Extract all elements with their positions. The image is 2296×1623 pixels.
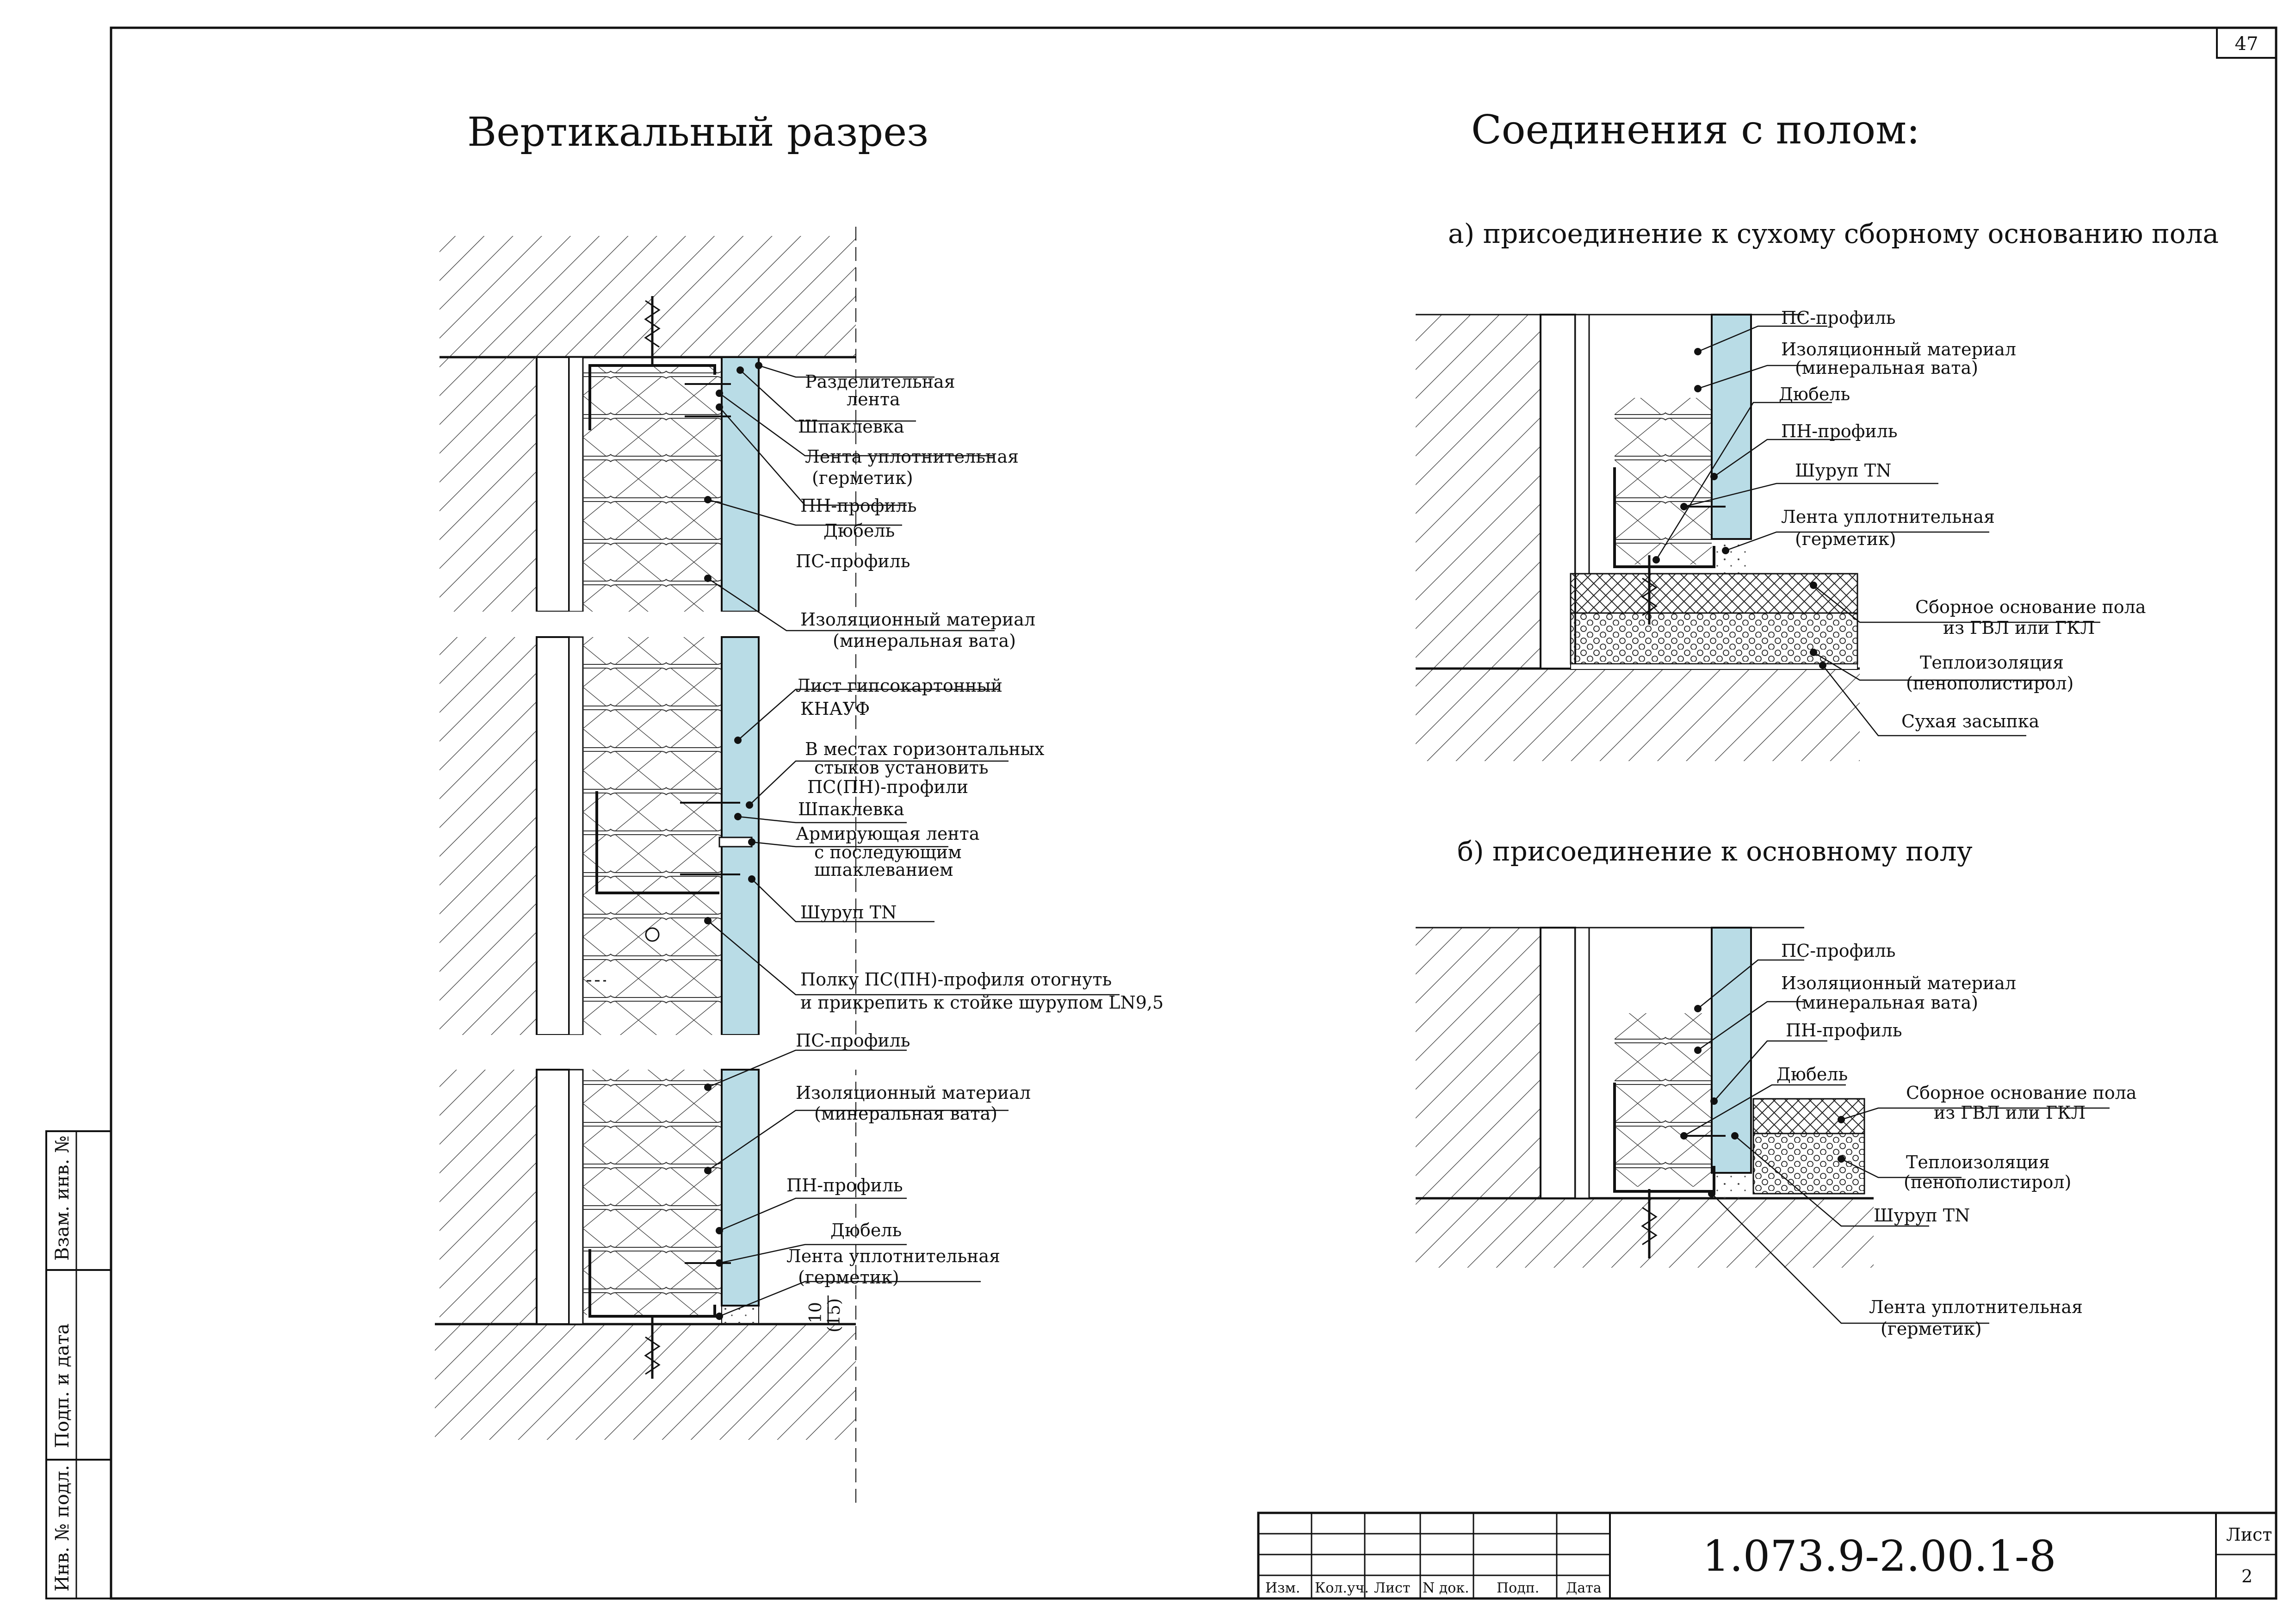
floor-a-label-gvl: из ГВЛ или ГКЛ <box>1943 618 2095 638</box>
floor-b-label-eps: (пенополистирол) <box>1904 1172 2071 1192</box>
floor-b-label-screw-tn: Шуруп TN <box>1874 1205 1970 1226</box>
floor-a-label-base: Сборное основание пола <box>1915 597 2146 617</box>
vertical-section: Разделительная лента Шпаклевка Лента упл… <box>430 227 1163 1504</box>
floor-b-label-pn-profile: ПН-профиль <box>1786 1020 1902 1041</box>
document-code: 1.073.9-2.00.1-8 <box>1702 1531 2056 1581</box>
label-horizontal-joints: В местах горизонтальных <box>805 739 1044 759</box>
label-install-profiles: стыков установить <box>814 757 989 778</box>
label-separation-tape-2: лента <box>847 389 900 409</box>
floor-b-label-dowel: Дюбель <box>1776 1064 1848 1084</box>
label-reinforcing-tape: Армирующая лента <box>796 824 979 844</box>
label-ps-profile: ПС-профиль <box>796 551 910 571</box>
tb-col-sheet: Лист <box>1374 1580 1410 1596</box>
floor-b-label-sealing-tape: Лента уплотнительная <box>1869 1297 2083 1317</box>
title-block: Изм. Кол.уч. Лист N док. Подп. Дата 1.07… <box>1257 1511 2277 1600</box>
label-dowel-bottom: Дюбель <box>830 1220 902 1240</box>
label-ps-profile-bottom: ПС-профиль <box>796 1030 910 1051</box>
label-with-subsequent: с последующим <box>814 842 962 862</box>
label-sealant-bottom: (герметик) <box>798 1267 899 1288</box>
floor-a-caption: а) присоединение к сухому сборному основ… <box>1448 218 2219 249</box>
tb-col-qty: Кол.уч. <box>1315 1580 1369 1596</box>
label-bend-flange: Полку ПС(ПН)-профиля отогнуть <box>800 969 1112 990</box>
floor-a-label-screw-tn: Шуруп TN <box>1795 460 1891 481</box>
dimension-15: (15) <box>825 1298 844 1332</box>
label-dowel: Дюбель <box>823 520 895 541</box>
label-puttying: шпаклеванием <box>814 860 953 880</box>
label-putty-2: Шпаклевка <box>798 799 904 819</box>
floor-a-label-sealant: (герметик) <box>1795 529 1896 549</box>
floor-b-label-mineral-wool: (минеральная вата) <box>1795 992 1978 1013</box>
floor-title: Соединения с полом: <box>1471 107 1920 153</box>
label-ps-pn-profiles: ПС(ПН)-профили <box>807 777 968 797</box>
label-pn-profile: ПН-профиль <box>800 496 917 516</box>
label-screw-tn: Шуруп TN <box>800 902 897 923</box>
side-stamp: Взам. инв. № Подп. и дата Инв. № подл. <box>45 1130 112 1599</box>
label-insulation: Изоляционный материал <box>800 609 1035 630</box>
tb-col-change: Изм. <box>1265 1580 1300 1596</box>
floor-a-label-dry-fill: Сухая засыпка <box>1901 711 2039 731</box>
section-middle-part <box>439 636 760 1036</box>
floor-a-label-dowel: Дюбель <box>1779 384 1850 404</box>
label-knauf: КНАУФ <box>800 699 870 719</box>
tb-col-sign: Подп. <box>1497 1580 1539 1596</box>
side-stamp-inventory: Инв. № подл. <box>52 1465 73 1592</box>
label-sealing-tape-bottom: Лента уплотнительная <box>786 1246 1000 1266</box>
floor-b-label-thermal: Теплоизоляция <box>1906 1152 2050 1172</box>
floor-b-detail: ПС-профиль Изоляционный материал (минера… <box>1416 927 2137 1339</box>
floor-b-label-ps-profile: ПС-профиль <box>1781 941 1895 961</box>
floor-a-label-insulation: Изоляционный материал <box>1781 339 2016 359</box>
floor-b-caption: б) присоединение к основному полу <box>1457 836 1973 867</box>
label-sealing-tape: Лента уплотнительная <box>805 446 1019 467</box>
label-insulation-bottom: Изоляционный материал <box>796 1083 1031 1103</box>
floor-a-label-thermal: Теплоизоляция <box>1920 652 2064 673</box>
label-separation-tape: Разделительная <box>805 372 955 392</box>
tb-sheet-label: Лист <box>2226 1524 2272 1545</box>
dimension-10: 10 <box>806 1302 825 1323</box>
label-sealant: (герметик) <box>812 468 913 488</box>
floor-b-label-base: Сборное основание пола <box>1906 1083 2137 1103</box>
tb-col-doc: N док. <box>1423 1580 1469 1596</box>
label-mineral-wool-bottom: (минеральная вата) <box>814 1103 997 1124</box>
tb-sheet-value: 2 <box>2241 1566 2253 1586</box>
floor-b-label-gvl: из ГВЛ или ГКЛ <box>1934 1103 2086 1123</box>
floor-a-label-sealing-tape: Лента уплотнительная <box>1781 507 1995 527</box>
floor-a-label-pn-profile: ПН-профиль <box>1781 421 1898 441</box>
side-stamp-replace: Взам. инв. № <box>52 1135 73 1261</box>
floor-b-label-insulation: Изоляционный материал <box>1781 973 2016 993</box>
label-gypsum-board: Лист гипсокартонный <box>796 675 1003 696</box>
tb-col-date: Дата <box>1566 1580 1602 1596</box>
side-stamp-signature: Подп. и дата <box>52 1323 73 1448</box>
sheet-frame <box>110 26 2277 1600</box>
floor-a-detail: ПС-профиль Изоляционный материал (минера… <box>1416 308 2146 761</box>
sheet-number: 47 <box>2235 33 2259 55</box>
floor-a-label-ps-profile: ПС-профиль <box>1781 308 1895 328</box>
floor-a-label-mineral-wool: (минеральная вата) <box>1795 358 1978 378</box>
label-putty: Шпаклевка <box>798 416 904 437</box>
floor-b-label-sealant: (герметик) <box>1881 1319 1982 1339</box>
label-attach-screw: и прикрепить к стойке шурупом LN9,5 <box>800 992 1163 1013</box>
section-top-part <box>439 296 760 613</box>
section-bottom-part <box>439 1069 760 1379</box>
section-title: Вертикальный разрез <box>467 109 928 155</box>
floor-a-label-eps: (пенополистирол) <box>1906 673 2073 694</box>
label-pn-profile-bottom: ПН-профиль <box>786 1175 903 1196</box>
label-mineral-wool: (минеральная вата) <box>833 631 1016 651</box>
